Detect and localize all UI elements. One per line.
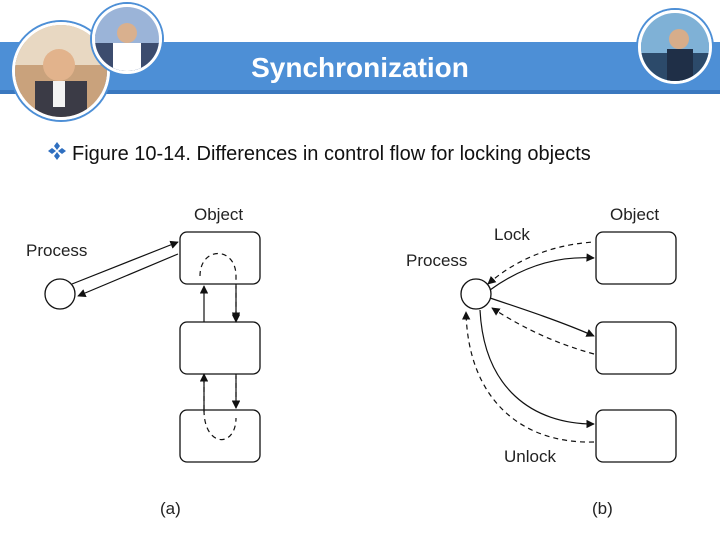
panel-a-process-label: Process [26,241,87,260]
panel-b-dashed-arrow-1 [487,241,595,285]
panel-b-object-box-1 [595,231,677,285]
header-photo-left-small [92,4,162,74]
panel-b-caption: (b) [592,499,613,518]
panel-b-object-box-3 [595,409,677,463]
figure-locking-control-flow: Object Process (a) Object Lock [22,198,678,528]
panel-b-unlock-label: Unlock [504,447,556,466]
panel-a-call-arrow [71,240,179,285]
header-photo-left-large [12,22,110,120]
panel-b-solid-arrow-2 [489,297,595,337]
panel-b-solid-arrow-1 [489,253,595,291]
panel-b-object-label: Object [610,205,659,224]
slide-title: Synchronization [251,52,469,83]
panel-b-object-box-2 [595,321,677,375]
panel-a-return-arrow [77,253,179,297]
header-photo-right [638,10,712,84]
panel-a-process-node [44,278,76,310]
panel-a-caption: (a) [160,499,181,518]
header-bar-shade [0,90,720,94]
panel-a-object-box-3 [179,409,261,463]
panel-b-solid-arrow-3 [479,309,595,429]
panel-a-object-label: Object [194,205,243,224]
panel-a: Object Process (a) [26,205,261,518]
panel-a-object-box-1 [179,231,261,285]
panel-b-lock-label: Lock [494,225,530,244]
diamond-bullet-icon [48,142,66,160]
panel-a-dashed-loop-3 [203,409,237,441]
panel-b-process-label: Process [406,251,467,270]
panel-b: Object Lock Process Unlock (b) [406,205,677,518]
panel-b-dashed-arrow-3 [461,311,595,443]
panel-a-object-box-2 [179,321,261,375]
bullet-text: Figure 10-14. Differences in control flo… [72,143,591,165]
panel-b-process-node [460,278,492,310]
panel-b-dashed-arrow-2 [491,307,595,355]
panel-a-dashed-loop-1 [199,252,241,323]
